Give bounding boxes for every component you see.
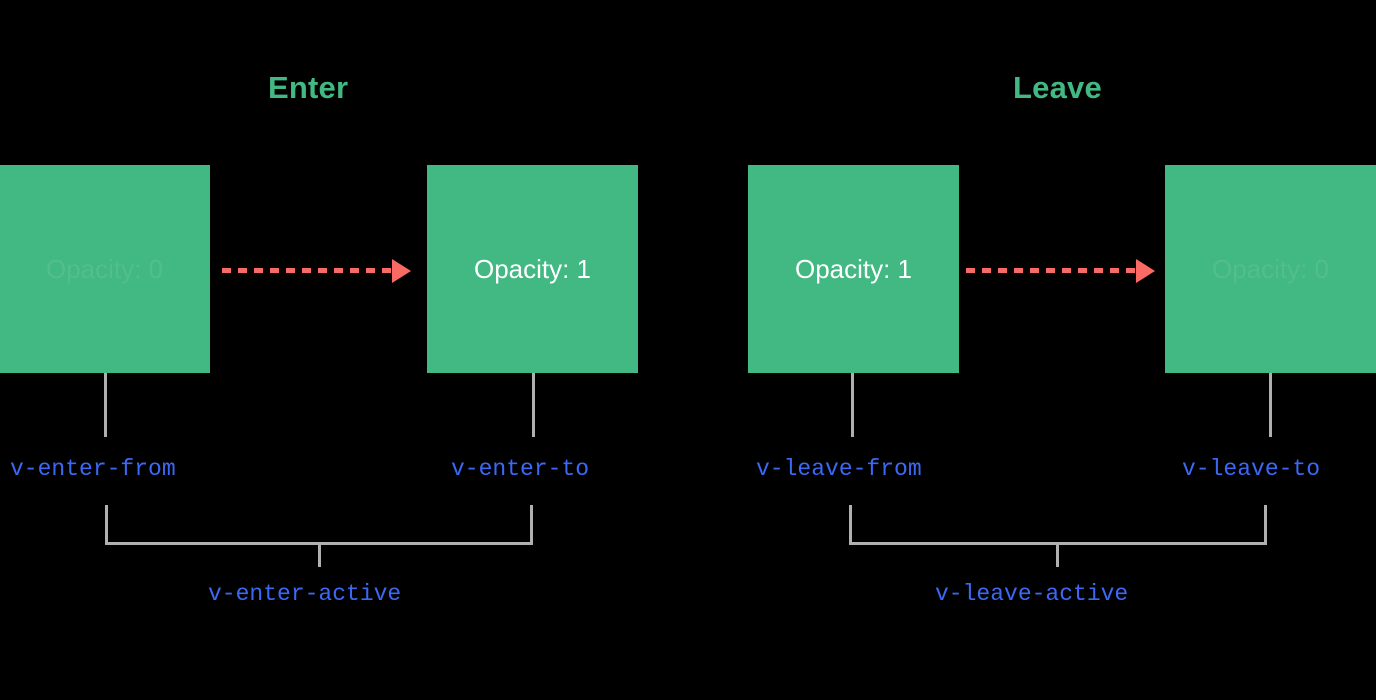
leave-from-opacity-label: Opacity: 1 — [794, 254, 913, 284]
class-name-v-leave-to: v-leave-to — [1182, 456, 1321, 482]
leave-to-connector-line — [1269, 373, 1272, 437]
class-name-v-leave-active: v-leave-active — [935, 581, 1129, 607]
leave-active-bracket — [849, 505, 1267, 545]
leave-to-state-box: Opacity: 0 — [1165, 165, 1376, 373]
leave-arrow-dashed-line — [966, 268, 1137, 273]
class-name-v-enter-active: v-enter-active — [208, 581, 402, 607]
leave-section-title: Leave — [1013, 70, 1102, 105]
enter-from-state-box: Opacity: 0 — [0, 165, 210, 373]
leave-transition-arrow — [966, 259, 1155, 283]
enter-transition-arrow — [222, 259, 411, 283]
class-name-v-enter-to: v-enter-to — [451, 456, 590, 482]
enter-active-bracket-stem — [318, 543, 321, 567]
enter-to-opacity-label: Opacity: 1 — [473, 254, 592, 284]
enter-from-opacity-label: Opacity: 0 — [45, 254, 164, 284]
enter-to-state-box: Opacity: 1 — [427, 165, 638, 373]
enter-from-connector-line — [104, 373, 107, 437]
enter-to-connector-line — [532, 373, 535, 437]
leave-to-opacity-label: Opacity: 0 — [1211, 254, 1330, 284]
leave-arrow-head-icon — [1136, 259, 1155, 283]
enter-active-bracket — [105, 505, 533, 545]
class-name-v-enter-from: v-enter-from — [10, 456, 176, 482]
enter-arrow-dashed-line — [222, 268, 393, 273]
leave-active-bracket-stem — [1056, 543, 1059, 567]
leave-from-connector-line — [851, 373, 854, 437]
enter-arrow-head-icon — [392, 259, 411, 283]
leave-from-state-box: Opacity: 1 — [748, 165, 959, 373]
class-name-v-leave-from: v-leave-from — [756, 456, 922, 482]
enter-section-title: Enter — [268, 70, 349, 105]
